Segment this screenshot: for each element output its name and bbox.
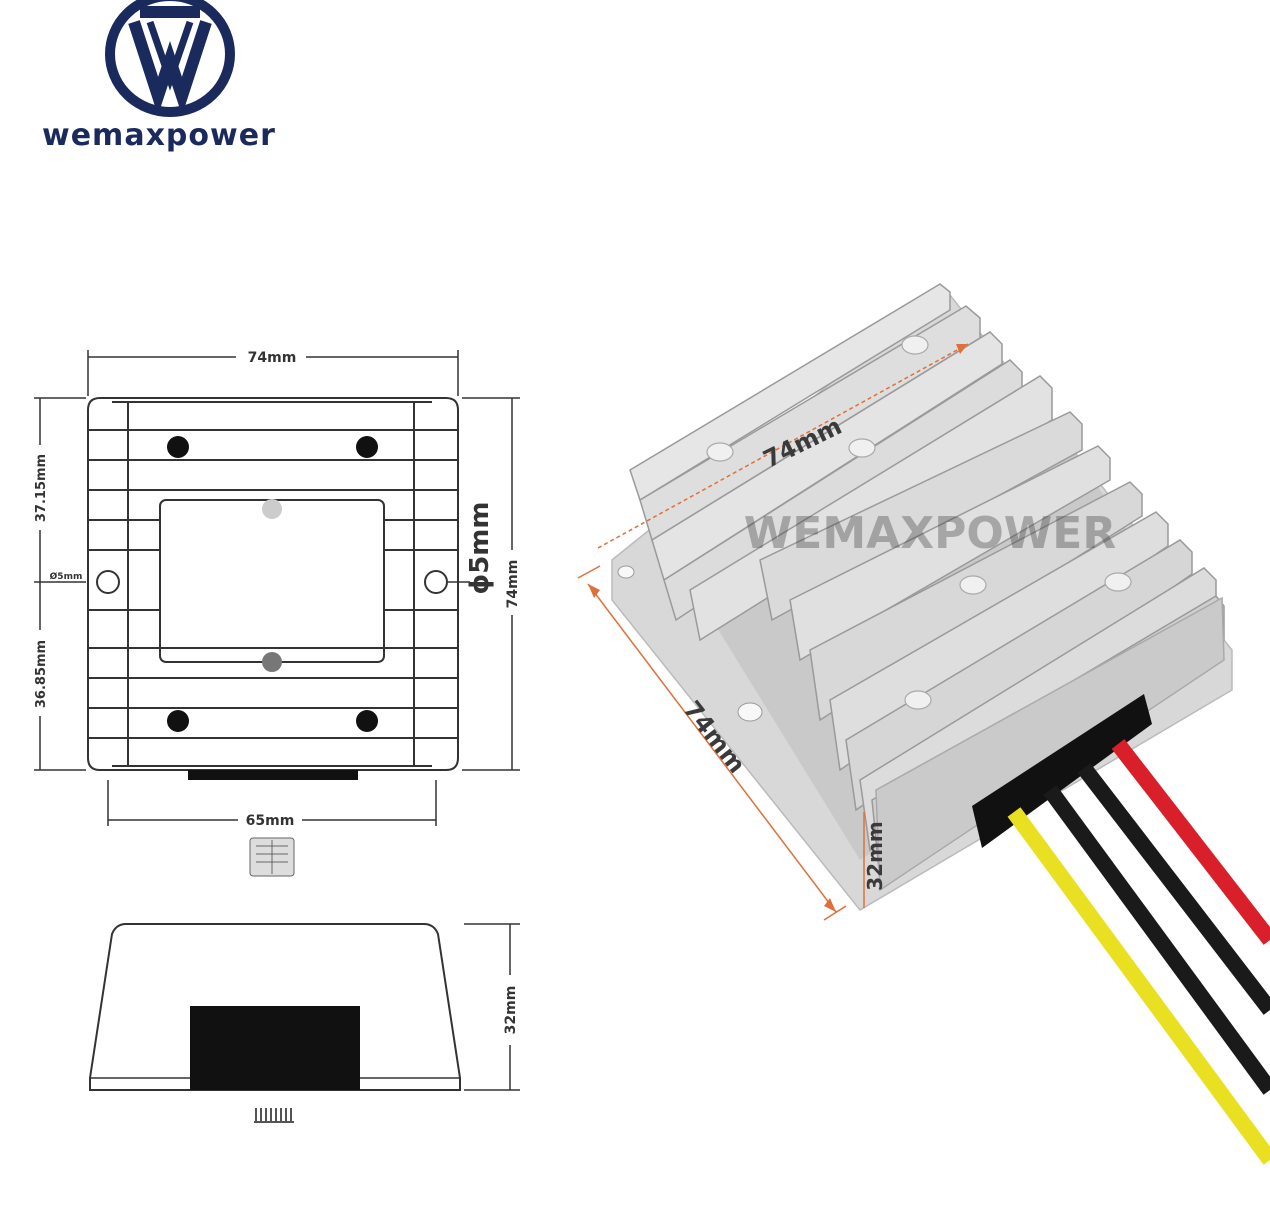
side-height-label: 32mm — [503, 986, 519, 1035]
lower-offset-label: 36.85mm — [34, 640, 49, 708]
upper-offset-label: 37.15mm — [34, 454, 49, 522]
black-wire-2 — [1077, 763, 1270, 1015]
top-width-label: 74mm — [248, 350, 297, 366]
red-wire — [1111, 739, 1270, 945]
yellow-wire — [1007, 807, 1270, 1165]
side-terminal-icon — [254, 1108, 294, 1123]
photo-dimension-arrows — [588, 344, 968, 912]
photo-height-label: 32mm — [863, 821, 887, 891]
brand-name: wemaxpower — [42, 118, 276, 153]
wemaxpower-logo-icon — [105, 0, 235, 117]
terminal-icon — [249, 837, 295, 877]
brand-logo: wemaxpower — [20, 0, 295, 165]
top-view-connector — [188, 770, 358, 780]
side-view-connector — [190, 1006, 360, 1090]
base-width-label: 65mm — [246, 813, 295, 829]
hole-small-label: Ø5mm — [50, 571, 83, 582]
black-wire-1 — [1043, 785, 1270, 1095]
top-view-mount-points — [167, 436, 378, 732]
photo-dimension-lines — [577, 343, 969, 921]
top-view — [34, 350, 520, 826]
product-photo — [611, 283, 1233, 911]
output-wires — [1007, 739, 1270, 1165]
photo-watermark: WEMAXPOWER — [744, 508, 1116, 559]
hole-large-label: ϕ5mm — [465, 502, 495, 595]
top-height-label: 74mm — [505, 560, 521, 609]
